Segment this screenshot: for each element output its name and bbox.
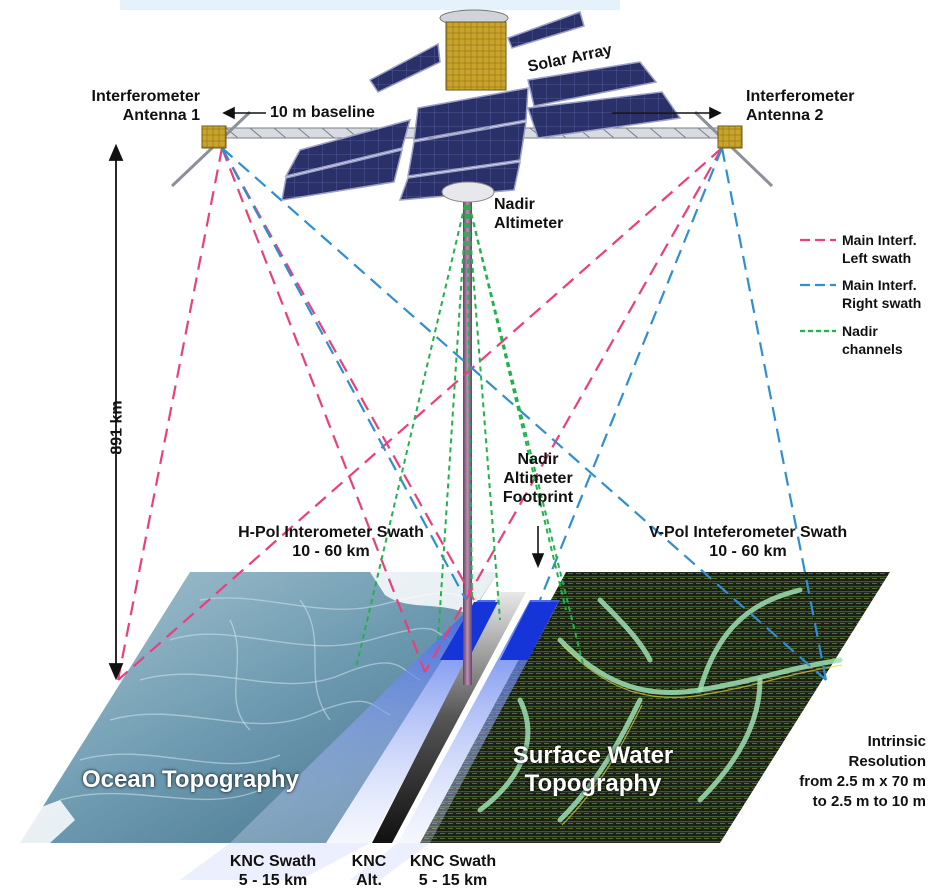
antenna-2-label: Interferometer Antenna 2	[746, 87, 854, 125]
knc-left-line1: KNC Swath	[229, 853, 317, 870]
knc-left-swath-label: KNC Swath 5 - 15 km	[218, 852, 328, 890]
nadir-beam	[463, 190, 472, 685]
footprint-arrow	[531, 526, 545, 569]
left-swath-lines	[116, 147, 723, 681]
resolution-line2: Resolution	[848, 753, 927, 770]
nadir-channel-lines	[355, 195, 585, 669]
antenna-1-label-line1: Interferometer	[91, 88, 200, 105]
legend-nadir-text: Nadir channels	[842, 322, 903, 358]
legend-right-text: Main Interf. Right swath	[842, 276, 921, 312]
legend-left-text: Main Interf. Left swath	[842, 231, 917, 267]
legend-left-line2: Left swath	[842, 250, 912, 266]
footprint-label-line2: Altimeter	[503, 470, 573, 487]
vpol-label-line2: 10 - 60 km	[709, 543, 787, 560]
altitude-arrow	[108, 143, 124, 681]
ground-scene	[20, 572, 890, 880]
antenna-1-label: Interferometer Antenna 1	[50, 87, 200, 125]
knc-right-line2: 5 - 15 km	[418, 872, 488, 889]
antenna-2-label-line1: Interferometer	[746, 88, 855, 105]
river-network	[477, 587, 843, 823]
hpol-swath-label: H-Pol Interometer Swath 10 - 60 km	[206, 523, 456, 561]
knc-alt-line1: KNC	[351, 853, 387, 870]
knc-alt-label: KNC Alt.	[344, 852, 394, 890]
knc-alt-strip	[372, 592, 526, 843]
resolution-line1: Intrinsic	[867, 733, 926, 750]
legend-left-line1: Main Interf.	[842, 232, 917, 248]
resolution-label: Intrinsic Resolution from 2.5 m x 70 m t…	[730, 732, 926, 812]
knc-right-swath-label: KNC Swath 5 - 15 km	[398, 852, 508, 890]
river-highlights	[561, 644, 843, 826]
hpol-label-line2: 10 - 60 km	[292, 543, 370, 560]
solar-panel-icon	[281, 11, 682, 201]
antenna-2-label-line2: Antenna 2	[746, 107, 824, 124]
nadir-altimeter-label: Nadir Altimeter	[494, 195, 563, 233]
footprint-label: Nadir Altimeter Footprint	[488, 450, 588, 507]
knc-right-swath-core	[500, 602, 558, 660]
surface-water-label: Surface Water Topography	[498, 742, 688, 798]
knc-left-swath	[230, 600, 500, 843]
baseline-arrows	[222, 106, 722, 120]
knc-left-fade	[180, 843, 370, 880]
knc-right-fade	[350, 843, 430, 880]
nadir-altimeter-label-line1: Nadir	[494, 196, 535, 213]
right-swath-lines	[221, 147, 828, 681]
legend-right-line1: Main Interf.	[842, 277, 917, 293]
vpol-label-line1: V-Pol Inteferometer Swath	[648, 524, 848, 541]
resolution-line3: from 2.5 m x 70 m	[799, 773, 926, 790]
hpol-label-line1: H-Pol Interometer Swath	[238, 524, 424, 541]
nadir-altimeter-label-line2: Altimeter	[494, 215, 564, 232]
surface-water-label-line1: Surface Water	[512, 742, 674, 769]
legend-swatches	[800, 238, 836, 333]
legend-right-line2: Right swath	[842, 295, 922, 311]
footprint-label-line3: Footprint	[502, 489, 574, 506]
ocean-topography-label: Ocean Topography	[82, 766, 299, 793]
baseline-label: 10 m baseline	[270, 104, 375, 121]
knc-left-line2: 5 - 15 km	[238, 872, 308, 889]
legend-nadir-line1: Nadir	[842, 323, 878, 339]
satellite-icon	[170, 9, 774, 203]
top-border	[120, 0, 620, 10]
legend-nadir-line2: channels	[842, 341, 903, 357]
knc-right-swath	[398, 600, 560, 843]
knc-alt-line2: Alt.	[356, 872, 382, 889]
altitude-label: 891 km	[108, 400, 126, 455]
ocean-panel	[20, 572, 498, 843]
vpol-swath-label: V-Pol Inteferometer Swath 10 - 60 km	[618, 523, 878, 561]
knc-right-line1: KNC Swath	[409, 853, 497, 870]
footprint-label-line1: Nadir	[517, 451, 559, 468]
resolution-line4: to 2.5 m to 10 m	[812, 793, 926, 810]
satellite-bus	[439, 9, 509, 203]
antenna-1-label-line2: Antenna 1	[122, 107, 200, 124]
surface-water-label-line2: Topography	[524, 770, 662, 797]
antenna-2-icon	[693, 110, 774, 188]
antenna-1-icon	[170, 110, 252, 188]
